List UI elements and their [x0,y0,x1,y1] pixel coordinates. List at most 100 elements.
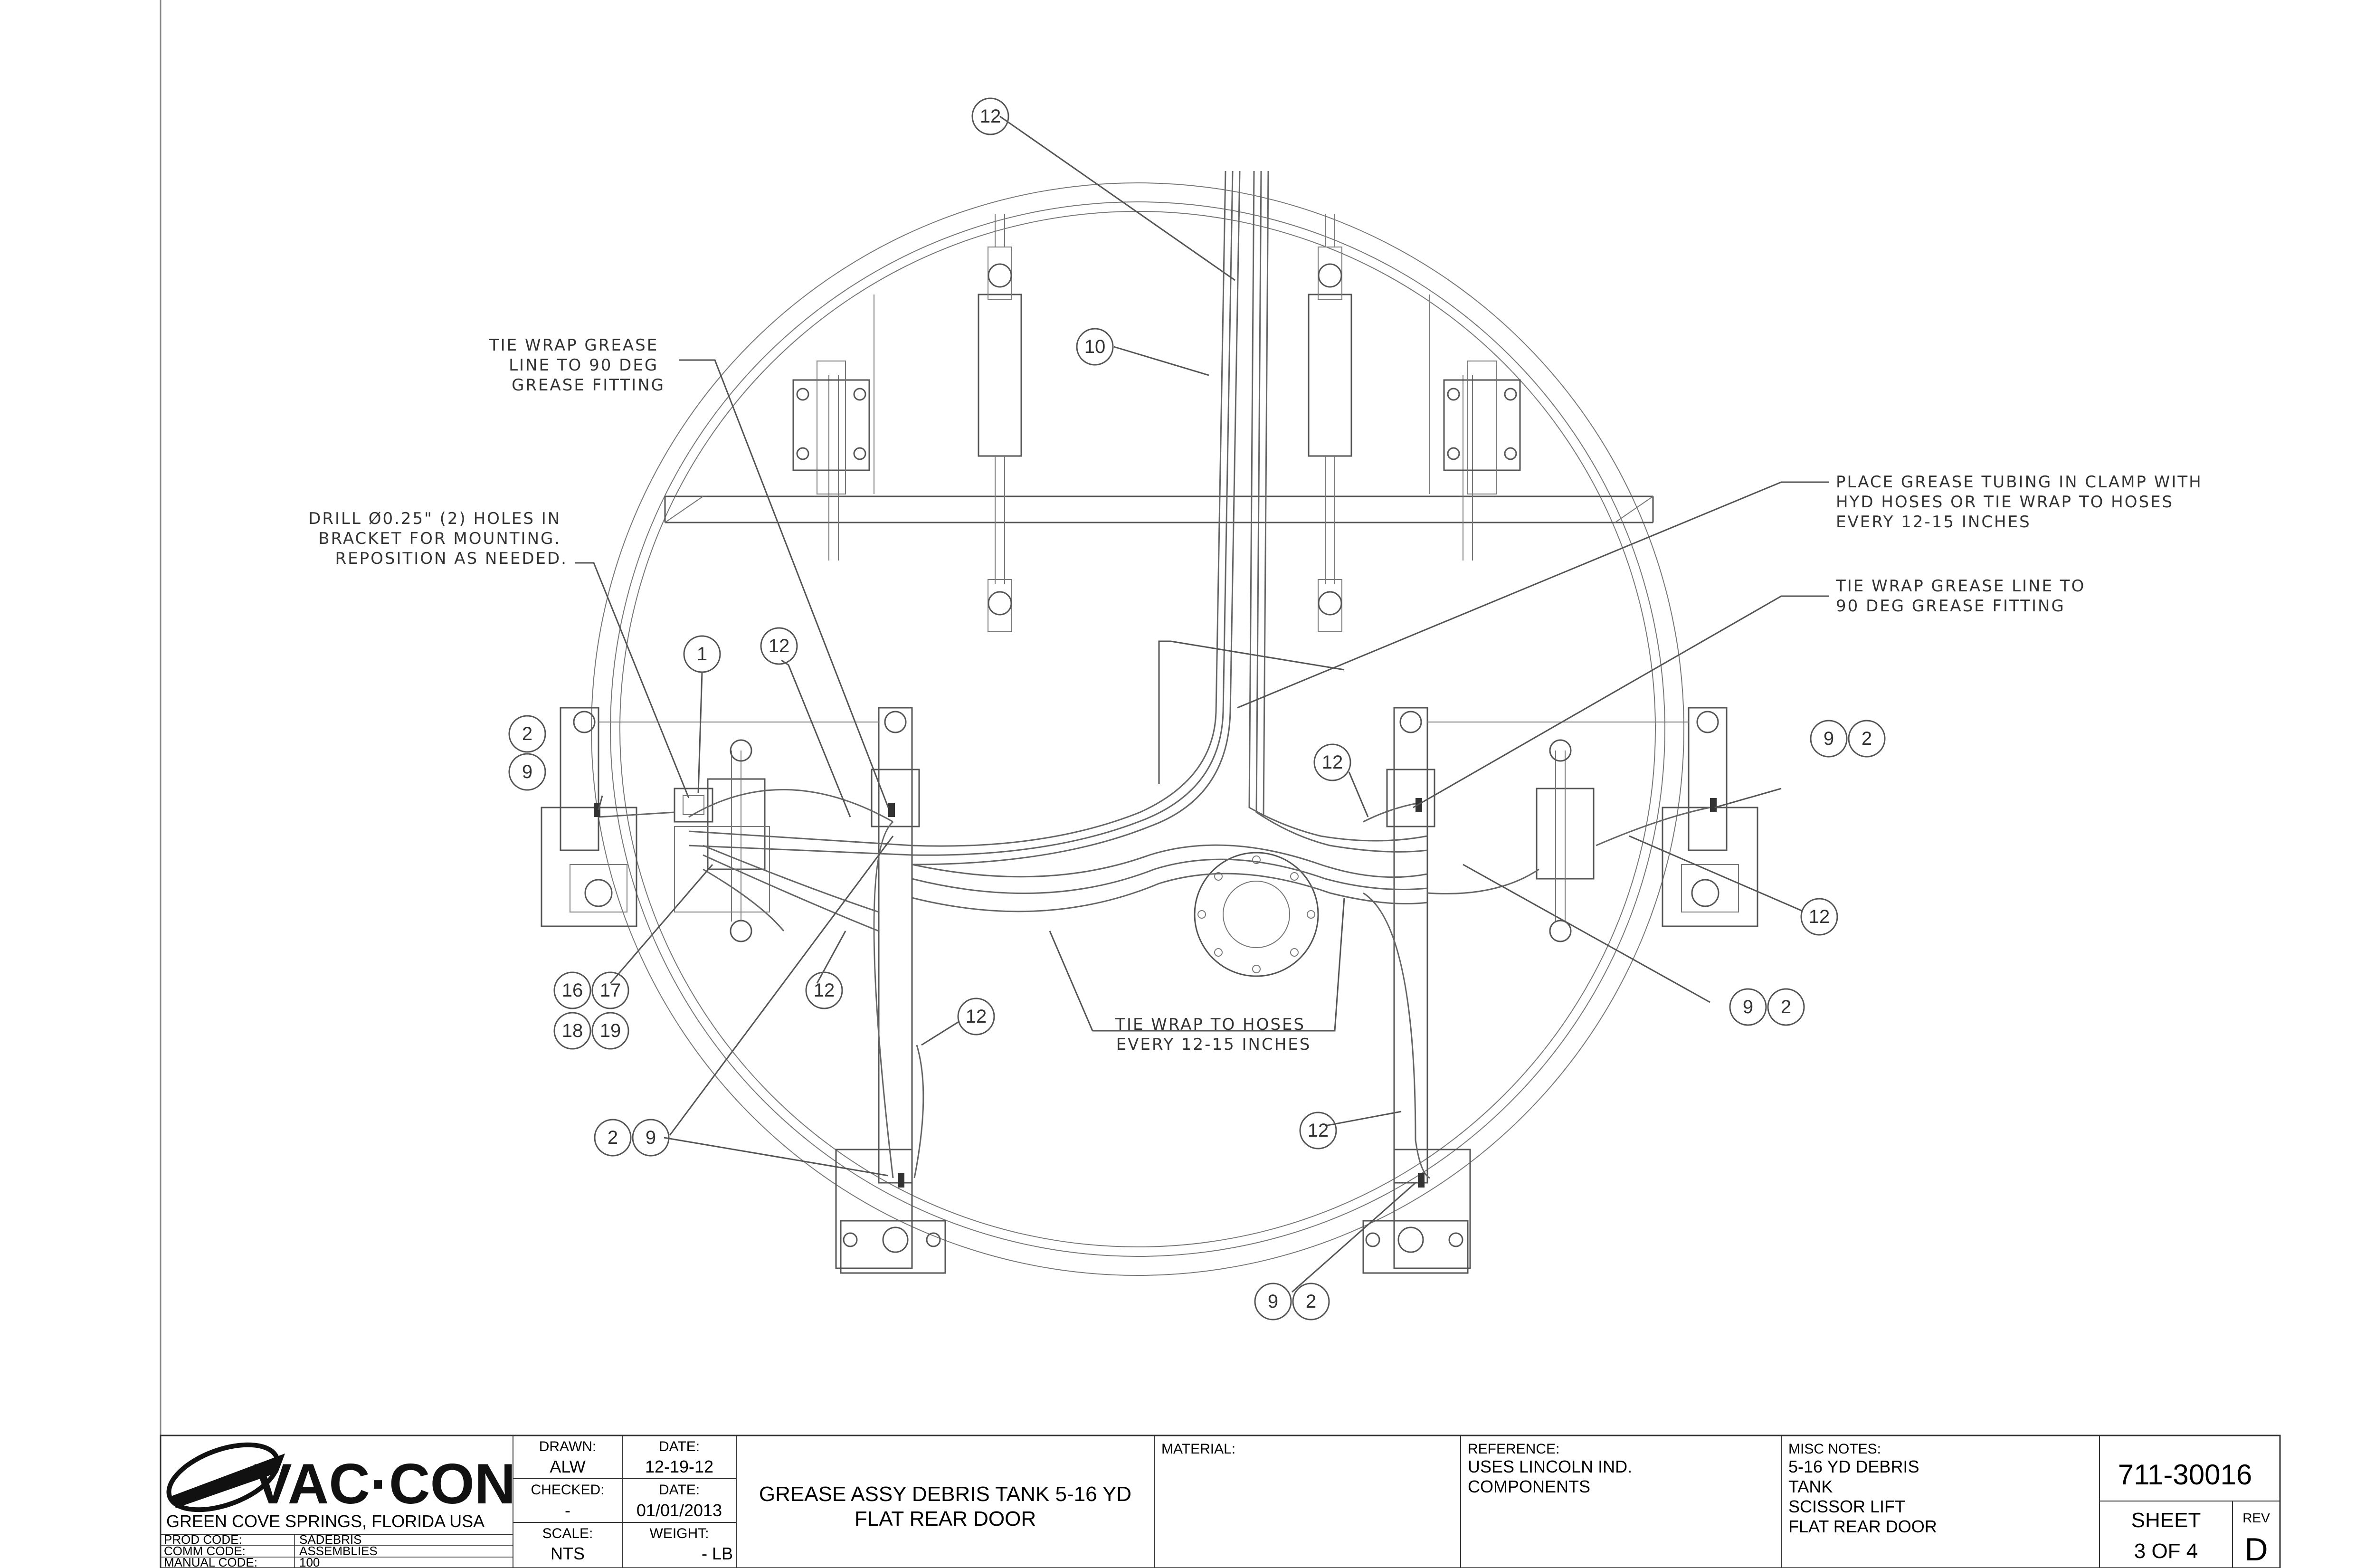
balloon-number: 2 [522,723,532,744]
note-line: TIE WRAP TO HOSES [1115,1015,1305,1034]
vac-con-logo: VAC·CON [166,1442,516,1516]
checked-date-value: 01/01/2013 [636,1501,722,1520]
upper-hinge-left [792,361,870,494]
comm-code-value: ASSEMBLIES [299,1544,378,1558]
balloon: 12 [1313,743,1351,781]
door-outer-ring [591,182,1684,1276]
sheet-border [160,0,2280,1568]
company-location: GREEN COVE SPRINGS, FLORIDA USA [166,1511,484,1531]
weight-label: WEIGHT: [650,1526,709,1541]
scale-value: NTS [551,1544,585,1563]
balloon-number: 17 [600,980,621,1001]
prod-code-value: SADEBRIS [299,1532,362,1547]
balloon: 12 [1299,1112,1337,1150]
balloon: 9 [508,753,546,791]
lower-cylinder-left [707,739,766,942]
balloon: 12 [805,971,843,1009]
side-hinge-right [1427,707,1758,927]
balloon: 2 [1848,720,1886,758]
drawing-title-line1: GREASE ASSY DEBRIS TANK 5-16 YD [759,1482,1131,1506]
balloon-number: 12 [1308,1120,1329,1141]
balloon: 9 [1254,1283,1292,1321]
note-tie-wrap-fitting-left: TIE WRAP GREASE LINE TO 90 DEG GREASE FI… [489,336,665,395]
grease-pump [674,788,770,912]
balloon-number: 12 [1322,752,1343,773]
logo-wordmark: VAC·CON [254,1452,515,1516]
manual-code-label: MANUAL CODE: [164,1555,257,1568]
misc-notes-label: MISC NOTES: [1788,1441,1881,1457]
balloon-number: 10 [1084,336,1106,357]
hydraulic-hose-bundle [598,171,1710,1179]
balloon-number: 9 [1743,997,1753,1017]
balloon: 12 [957,998,995,1036]
note-line: BRACKET FOR MOUNTING. [318,529,561,548]
lower-lift-arm-left [835,707,946,1274]
note-line: DRILL Ø0.25" (2) HOLES IN [308,509,561,528]
door-inner-ring [610,201,1665,1257]
balloon-number: 12 [966,1006,987,1027]
upper-posts [828,295,1473,561]
manual-code-value: 100 [299,1555,320,1568]
balloon-number: 19 [600,1020,621,1041]
balloon: 16 [553,971,591,1009]
rev-value: D [2244,1531,2268,1568]
misc-line3: SCISSOR LIFT [1788,1497,1905,1516]
checked-label: CHECKED: [531,1482,604,1498]
checked-date-label: DATE: [659,1482,700,1498]
grease-fittings [594,798,1717,1188]
note-line: EVERY 12-15 INCHES [1836,513,2031,532]
title-block: VAC·CON GREEN COVE SPRINGS, FLORIDA USA … [160,1435,2281,1568]
cross-beam [664,495,1654,523]
balloon: 2 [508,715,546,753]
rev-label: REV [2242,1511,2270,1525]
drawing-number: 711-30016 [2118,1459,2252,1491]
balloon-number: 2 [1306,1291,1316,1312]
balloon-number: 9 [1268,1291,1278,1312]
reference-label: REFERENCE: [1468,1441,1559,1457]
misc-line1: 5-16 YD DEBRIS [1788,1457,1919,1476]
balloon-number: 16 [562,980,583,1001]
note-line: TIE WRAP GREASE LINE TO [1835,577,2085,596]
misc-line4: FLAT REAR DOOR [1788,1517,1937,1536]
leader-lines [575,115,1829,1293]
balloon: 17 [591,971,629,1009]
balloon: 12 [971,97,1009,135]
balloon-number: 9 [646,1127,656,1148]
material-label: MATERIAL: [1161,1441,1235,1457]
sheet-value: 3 OF 4 [2134,1539,2198,1563]
note-line: HYD HOSES OR TIE WRAP TO HOSES [1836,493,2174,512]
upper-hinge-right [1443,361,1521,494]
sheet-label: SHEET [2131,1509,2201,1532]
note-tie-wrap-fitting-right: TIE WRAP GREASE LINE TO 90 DEG GREASE FI… [1835,577,2092,616]
center-flange [1194,852,1319,977]
balloon: 1 [683,635,721,673]
drawing-title-line2: FLAT REAR DOOR [855,1507,1036,1530]
note-drill: DRILL Ø0.25" (2) HOLES IN BRACKET FOR MO… [308,509,568,568]
note-line: LINE TO 90 DEG [509,356,658,375]
balloon-number: 2 [1781,997,1791,1017]
balloon: 2 [1767,988,1805,1026]
balloon: 19 [591,1012,629,1050]
balloon: 12 [760,627,798,665]
balloon-number: 9 [522,761,532,782]
drawn-value: ALW [550,1457,585,1476]
balloon-number: 12 [769,636,790,656]
note-place-tubing: PLACE GREASE TUBING IN CLAMP WITH HYD HO… [1836,473,2209,532]
lower-lift-arm-right [1362,707,1471,1274]
checked-value: - [565,1501,570,1520]
balloon: 12 [1800,898,1838,936]
note-line: TIE WRAP GREASE [489,336,658,355]
upper-cylinder-left [978,214,1022,632]
note-line: GREASE FITTING [512,376,665,395]
drawing-notes: TIE WRAP GREASE LINE TO 90 DEG GREASE FI… [308,336,2209,1054]
prod-code-label: PROD CODE: [164,1532,242,1547]
balloon-number: 18 [562,1020,583,1041]
side-hinge-left [541,707,879,927]
door-inner-ring-2 [619,211,1656,1247]
note-line: REPOSITION AS NEEDED. [335,549,568,568]
balloon: 9 [1810,720,1848,758]
balloon-number: 2 [1862,728,1872,749]
balloon: 9 [632,1119,670,1157]
note-tie-wrap-hoses: TIE WRAP TO HOSES EVERY 12-15 INCHES [1115,1015,1312,1054]
